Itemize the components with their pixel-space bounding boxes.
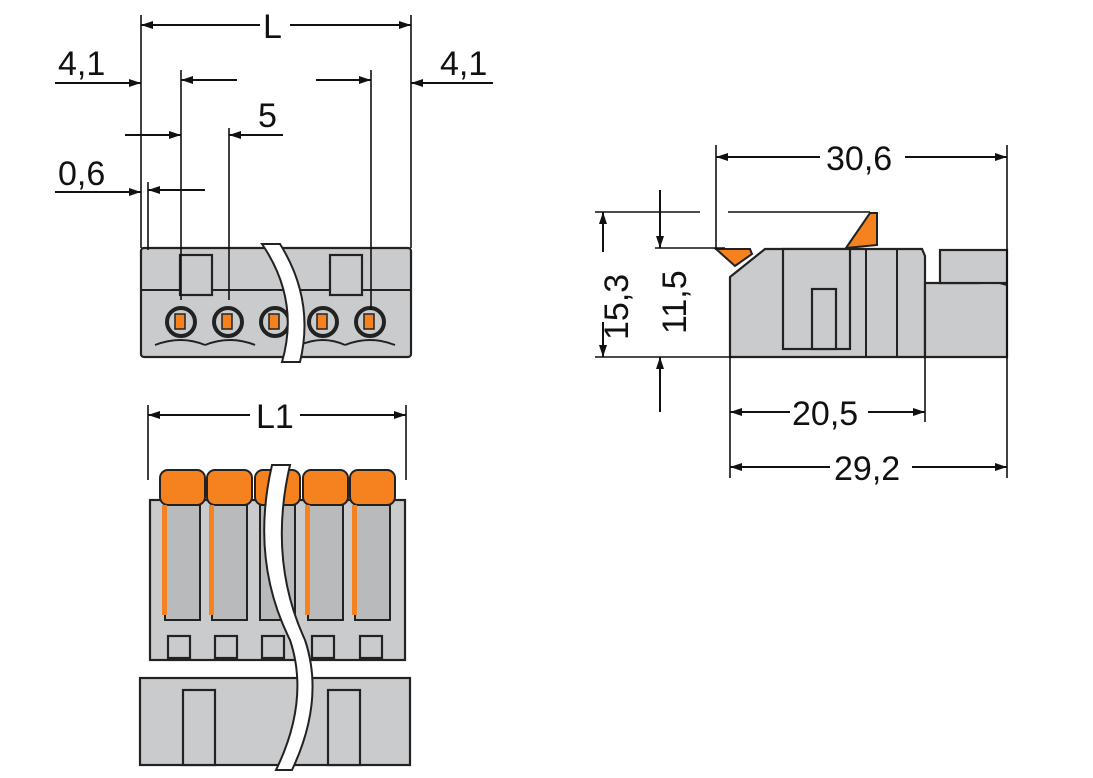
- test-openings: [166, 634, 384, 660]
- dim-right-offset: 4,1: [440, 45, 487, 83]
- dim-pitch: 5: [258, 97, 277, 135]
- break-line: [263, 464, 314, 771]
- front-dimensions: L 4,1 4,1 5 0,6: [55, 8, 493, 310]
- clamp-slots: [162, 504, 391, 621]
- dim-base-length: 29,2: [834, 450, 900, 488]
- dim-L: L: [263, 8, 282, 46]
- front-view: [139, 243, 413, 363]
- dim-overall-length: 30,6: [826, 140, 892, 178]
- top-view: [138, 464, 412, 771]
- dim-L1: L1: [256, 398, 294, 436]
- break-line: [260, 243, 306, 363]
- top-dimensions: L1: [147, 398, 407, 480]
- side-dimensions: 30,6 15,3 11,5 20,5 29,2: [590, 140, 1008, 488]
- dim-body-height: 11,5: [656, 270, 694, 334]
- dim-total-height: 15,3: [598, 274, 636, 340]
- dim-body-length: 20,5: [792, 395, 858, 433]
- dim-left-offset: 4,1: [58, 45, 105, 83]
- dim-edge: 0,6: [58, 155, 105, 193]
- side-view: [713, 212, 1009, 359]
- contact-openings: [165, 306, 386, 338]
